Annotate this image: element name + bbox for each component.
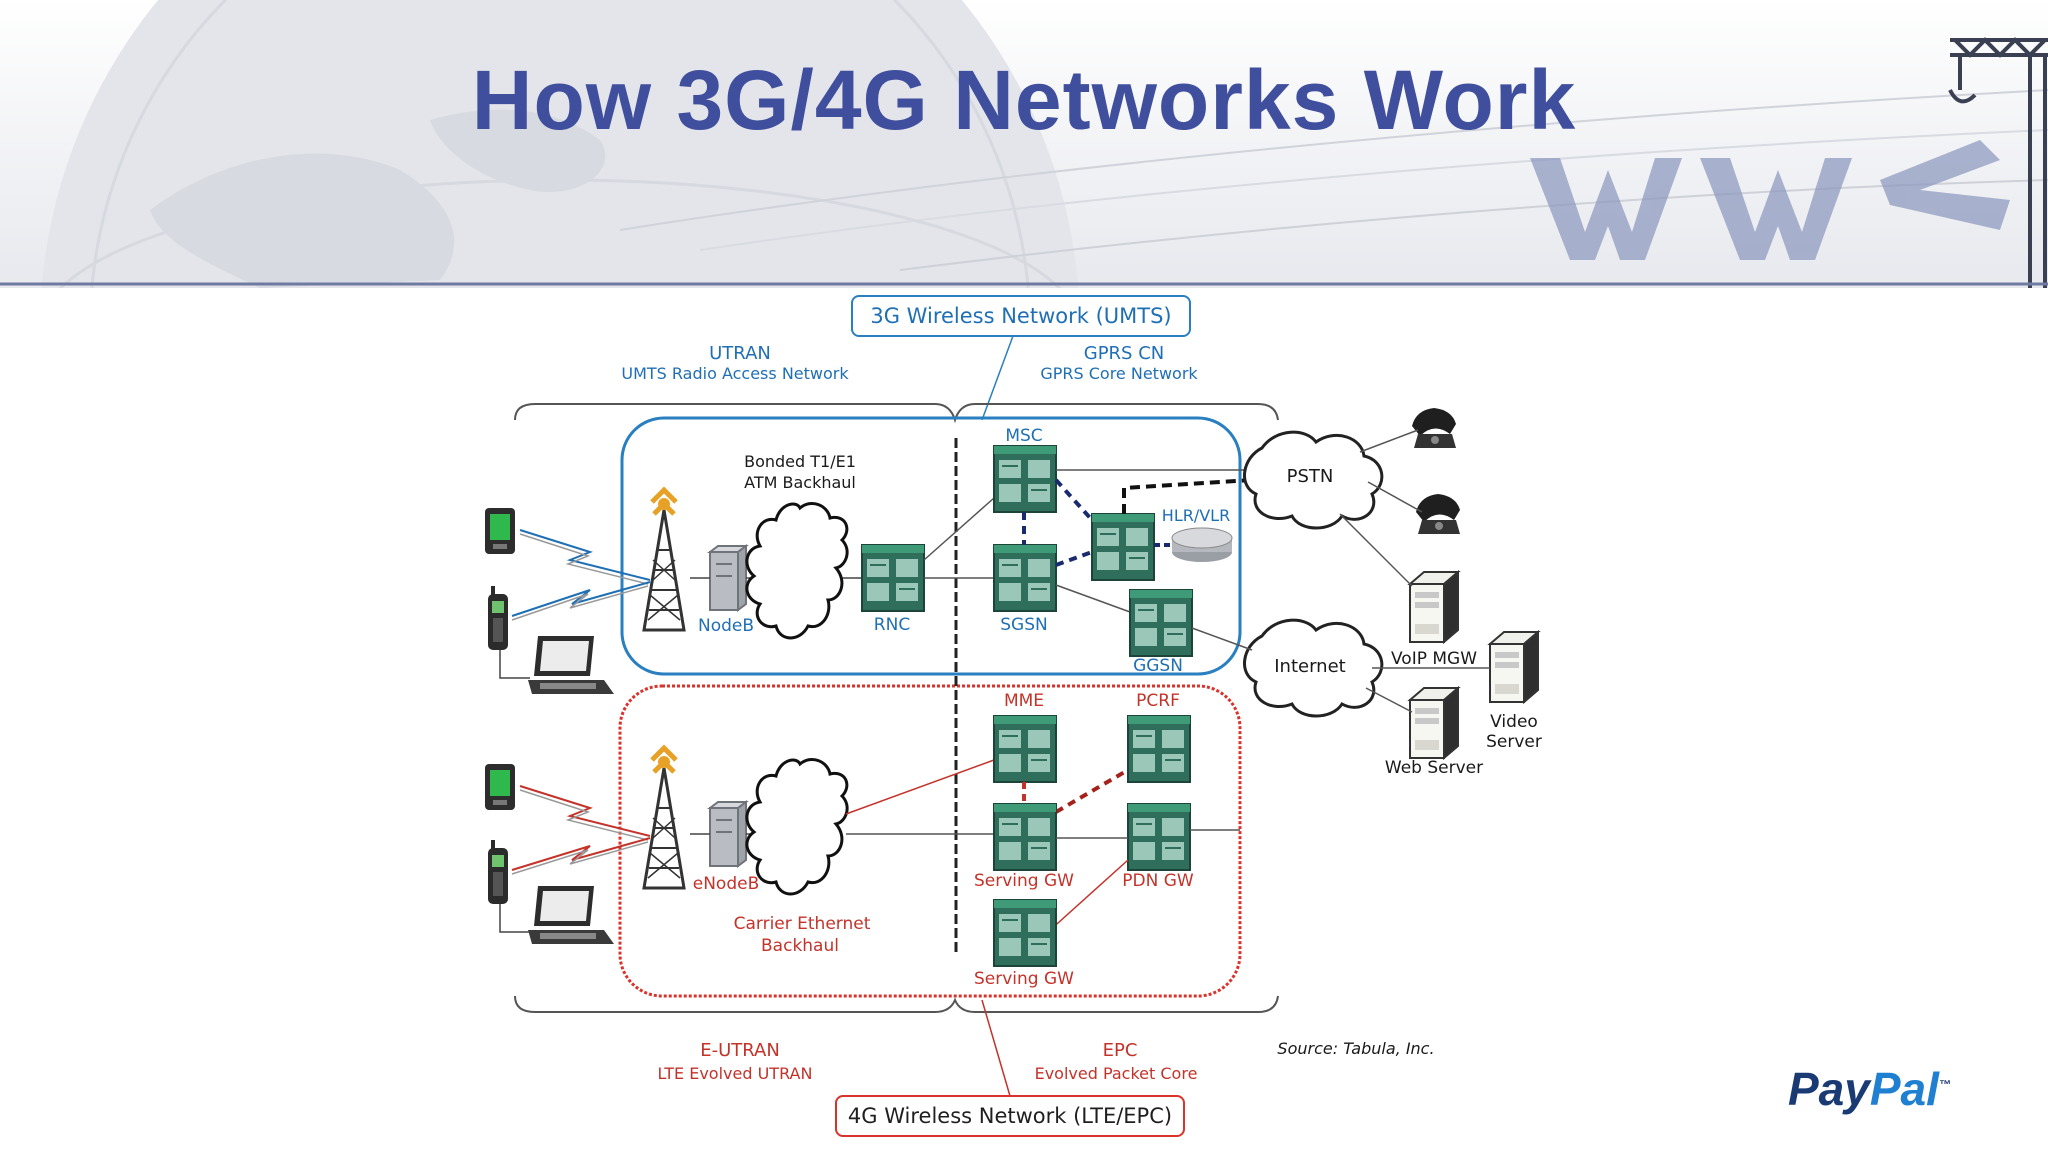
carrier-ethernet-cloud (745, 758, 849, 896)
ggsn-equipment-icon (1129, 589, 1193, 657)
serving-gw-2-equipment-icon (993, 899, 1057, 967)
umts-network-label: 3G Wireless Network (UMTS) (851, 295, 1191, 337)
sgsn-equipment-icon (993, 544, 1057, 612)
lte-network-label: 4G Wireless Network (LTE/EPC) (835, 1095, 1185, 1137)
web-server-icon (1409, 687, 1459, 759)
bottom-brace (514, 995, 1279, 1013)
voip-server-icon (1409, 571, 1459, 643)
gprs-title: GPRS CN (1084, 343, 1165, 364)
enodeb-label: eNodeB (693, 874, 760, 894)
carrier-ethernet-label-2: Backhaul (761, 936, 839, 956)
msc-label: MSC (1005, 426, 1042, 446)
carrier-ethernet-label-1: Carrier Ethernet (734, 914, 871, 934)
lte-laptop-icon (528, 886, 614, 944)
paypal-logo-part2: Pal (1869, 1063, 1939, 1115)
lte-cellphone-icon (488, 840, 508, 904)
eutran-title: E-UTRAN (700, 1040, 780, 1061)
hlr-equipment-icon (1091, 513, 1155, 581)
umts-network-text: 3G Wireless Network (UMTS) (870, 304, 1171, 328)
serving-gw-2-label: Serving GW (974, 969, 1074, 989)
pda-icon (485, 508, 515, 554)
crane-graphic (1948, 37, 2048, 288)
rnc-equipment-icon (861, 544, 925, 612)
cellphone-icon (488, 586, 508, 650)
mme-label: MME (1004, 691, 1044, 711)
nodeb-cabinet-icon (709, 545, 747, 611)
video-server-label-1: Video (1490, 712, 1538, 732)
nodeb-label: NodeB (698, 616, 754, 636)
telephone-icon-1 (1412, 408, 1456, 448)
epc-subtitle: Evolved Packet Core (1035, 1064, 1198, 1083)
enodeb-cabinet-icon (709, 801, 747, 867)
video-server-label-2: Server (1486, 732, 1542, 752)
pstn-cloud (1243, 430, 1384, 530)
www-graphic (1530, 140, 2010, 260)
laptop-icon (528, 636, 614, 694)
header-banner: How 3G/4G Networks Work (0, 0, 2048, 288)
rnc-label: RNC (874, 615, 910, 635)
umts-tower-icon (644, 490, 684, 630)
internet-cloud (1243, 618, 1384, 718)
paypal-tm: ™ (1938, 1077, 1951, 1092)
pstn-label: PSTN (1287, 466, 1334, 487)
lte-network-frame (618, 684, 1242, 998)
page-title: How 3G/4G Networks Work (471, 53, 1577, 147)
pdn-gw-label: PDN GW (1122, 871, 1194, 891)
pdn-gw-equipment-icon (1127, 803, 1191, 871)
hlr-label: HLR/VLR (1162, 506, 1230, 525)
serving-gw-equipment-icon (993, 803, 1057, 871)
voip-label: VoIP MGW (1391, 649, 1477, 669)
serving-gw-label: Serving GW (974, 871, 1074, 891)
gprs-subtitle: GPRS Core Network (1040, 364, 1198, 383)
top-brace (514, 403, 1279, 424)
paypal-logo: PayPal™ (1788, 1062, 1951, 1116)
utran-subtitle: UMTS Radio Access Network (621, 364, 849, 383)
lte-network-text: 4G Wireless Network (LTE/EPC) (848, 1104, 1172, 1128)
msc-equipment-icon (993, 445, 1057, 513)
video-server-icon (1489, 631, 1539, 703)
source-credit: Source: Tabula, Inc. (1277, 1039, 1434, 1058)
mme-equipment-icon (993, 715, 1057, 783)
paypal-logo-part1: Pay (1788, 1063, 1870, 1115)
atm-backhaul-cloud (745, 502, 849, 640)
umts-label-pointer (981, 335, 1014, 421)
utran-title: UTRAN (709, 343, 771, 364)
ggsn-label: GGSN (1133, 656, 1183, 676)
hlr-database-icon (1171, 527, 1233, 562)
web-server-label: Web Server (1385, 758, 1483, 778)
epc-title: EPC (1103, 1040, 1138, 1061)
lte-label-pointer (981, 999, 1011, 1097)
pcrf-equipment-icon (1127, 715, 1191, 783)
lte-pda-icon (485, 764, 515, 810)
pcrf-label: PCRF (1136, 691, 1180, 711)
telephone-icon-2 (1416, 494, 1460, 534)
lte-tower-icon (644, 748, 684, 888)
umts-network-frame (620, 416, 1242, 676)
eutran-subtitle: LTE Evolved UTRAN (658, 1064, 813, 1083)
internet-label: Internet (1274, 656, 1345, 677)
sgsn-label: SGSN (1000, 615, 1047, 635)
atm-backhaul-label-1: Bonded T1/E1 (744, 452, 856, 471)
atm-backhaul-label-2: ATM Backhaul (744, 473, 856, 492)
header-background (0, 0, 2048, 288)
